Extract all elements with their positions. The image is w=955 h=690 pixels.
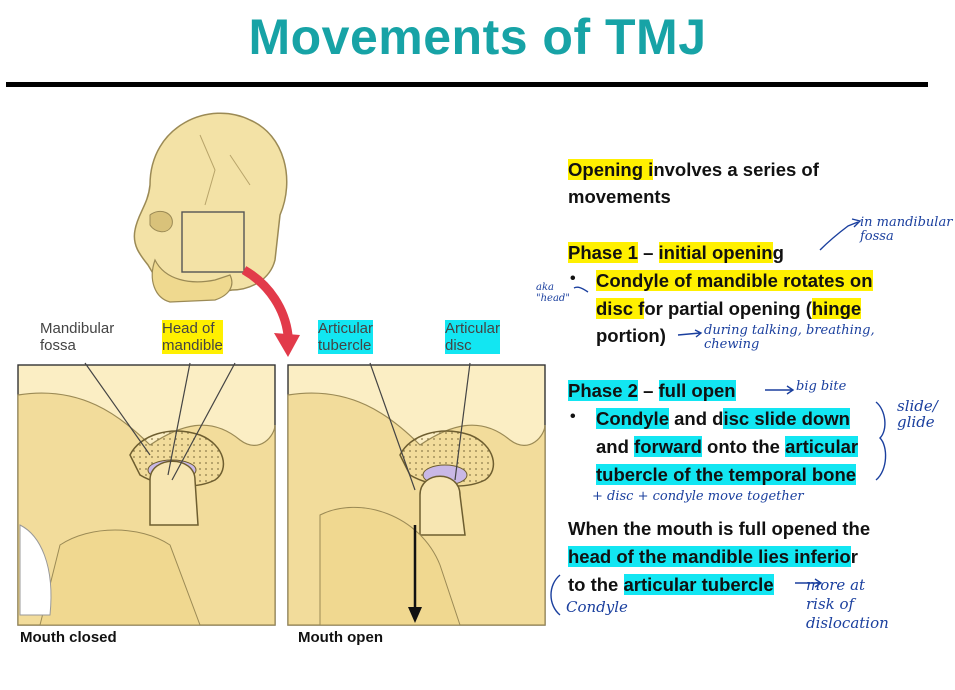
note-slide-glide: slide/ glide [897,397,938,431]
label-articular-disc: Articular disc [445,320,501,354]
phase1-heading: Phase 1 – initial opening [568,242,784,263]
note-condyle: Condyle [566,598,628,616]
intro-line-2: movements [568,186,671,207]
bullet-dot: • [570,408,576,425]
phase1-bullet-line-3: portion) [596,325,666,346]
label-mandibular-fossa: Mandibular fossa [40,320,115,354]
tmj-figure: Mandibular fossa Head of mandible Articu… [0,95,546,665]
phase2-bullet-line-3: tubercle of the temporal bone [596,464,857,485]
phase2-bullet-line-1: Condyle and disc slide down [596,408,850,429]
note-risk-of-dislocation: more at risk of dislocation [806,576,889,632]
caption-mouth-closed: Mouth closed [20,629,117,646]
label-head-of-mandible: Head of mandible [162,320,223,354]
note-during-talking: during talking, breathing, chewing [704,323,875,352]
note-aka-head: aka "head" [536,282,570,304]
conclusion-line-3: to the articular tubercle [568,574,774,595]
skull-illustration [17,112,546,626]
conclusion-line-2: head of the mandible lies inferior [568,546,858,567]
conclusion-line-1: When the mouth is full opened the [568,518,871,539]
note-in-mandibular-fossa: in mandibular fossa [860,215,953,244]
note-big-bite: big bite [796,379,847,394]
phase2-bullet-line-2: and forward onto the articular [596,436,859,457]
note-move-together: + disc + condyle move together [592,489,804,504]
caption-mouth-open: Mouth open [298,629,383,646]
phase1-bullet-line-2: disc for partial opening (hinge [596,298,862,319]
intro-line-1: Opening involves a series of [568,159,819,180]
slide-title: Movements of TMJ [248,9,707,65]
phase2-heading: Phase 2 – full open [568,380,736,401]
phase1-bullet-line-1: Condyle of mandible rotates on [596,270,873,291]
bullet-dot: • [570,270,576,287]
title-divider [6,82,928,87]
label-articular-tubercle: Articular tubercle [318,320,374,354]
